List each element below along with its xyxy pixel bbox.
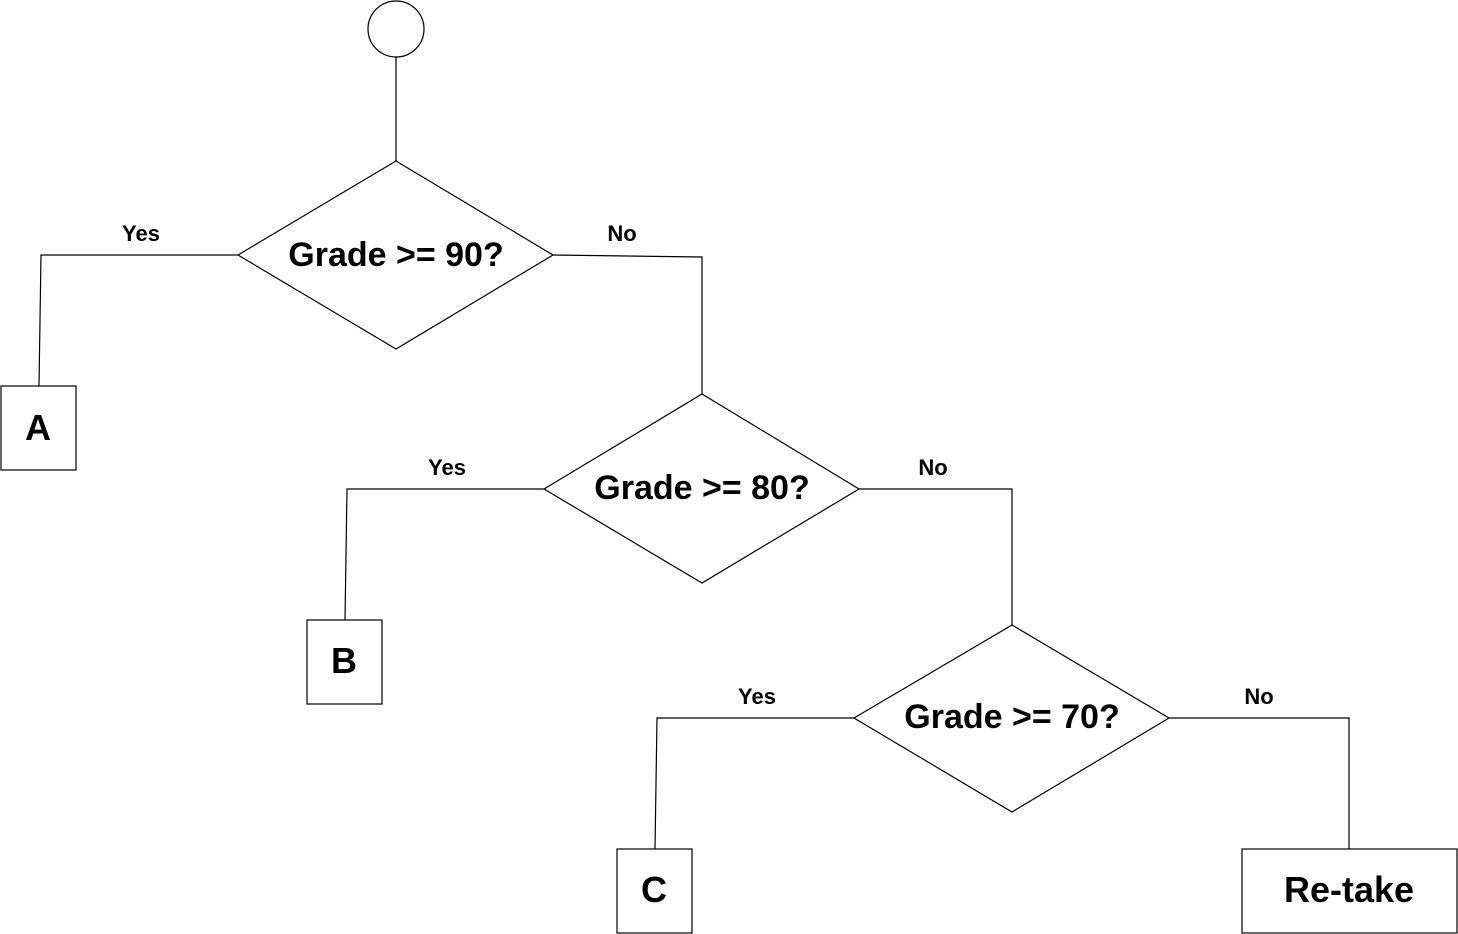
decision-1: Grade >= 90? [236,160,555,350]
outcome-c: C [616,848,693,934]
no-label: No [607,221,636,246]
yes-label: Yes [738,684,776,709]
outcome-box [306,619,383,705]
outcome-box [1241,848,1458,934]
connectors [38,57,1350,850]
outcome-text: A [25,407,51,448]
decision-text: Grade >= 70? [904,698,1119,736]
decision-2: Grade >= 80? [542,393,861,584]
outcome-text: B [331,640,357,681]
outcome-box [616,848,693,934]
outcome-box [0,385,77,471]
outcome-b: B [306,619,383,705]
outcome-text: Re-take [1284,869,1414,910]
outcome-retake: Re-take [1241,848,1458,934]
edge-decision-2-yes [344,488,544,621]
outcome-text: C [641,869,667,910]
no-label: No [918,455,947,480]
start-node [367,0,425,58]
edge-decision-3-yes [654,717,854,850]
decision-text: Grade >= 80? [594,469,809,507]
decision-diamond [852,624,1171,813]
decision-text: Grade >= 90? [288,236,503,274]
decision-diamond [542,393,861,584]
outcome-a: A [0,385,77,471]
decision-diamond [236,160,555,350]
no-label: No [1244,684,1273,709]
edge-decision-3-no [1169,717,1350,849]
yes-label: Yes [428,455,466,480]
edge-decision-1-no [552,254,703,394]
edge-decision-1-yes [38,254,238,387]
decision-3: Grade >= 70? [852,624,1171,813]
yes-label: Yes [122,221,160,246]
edge-decision-2-no [859,488,1013,625]
